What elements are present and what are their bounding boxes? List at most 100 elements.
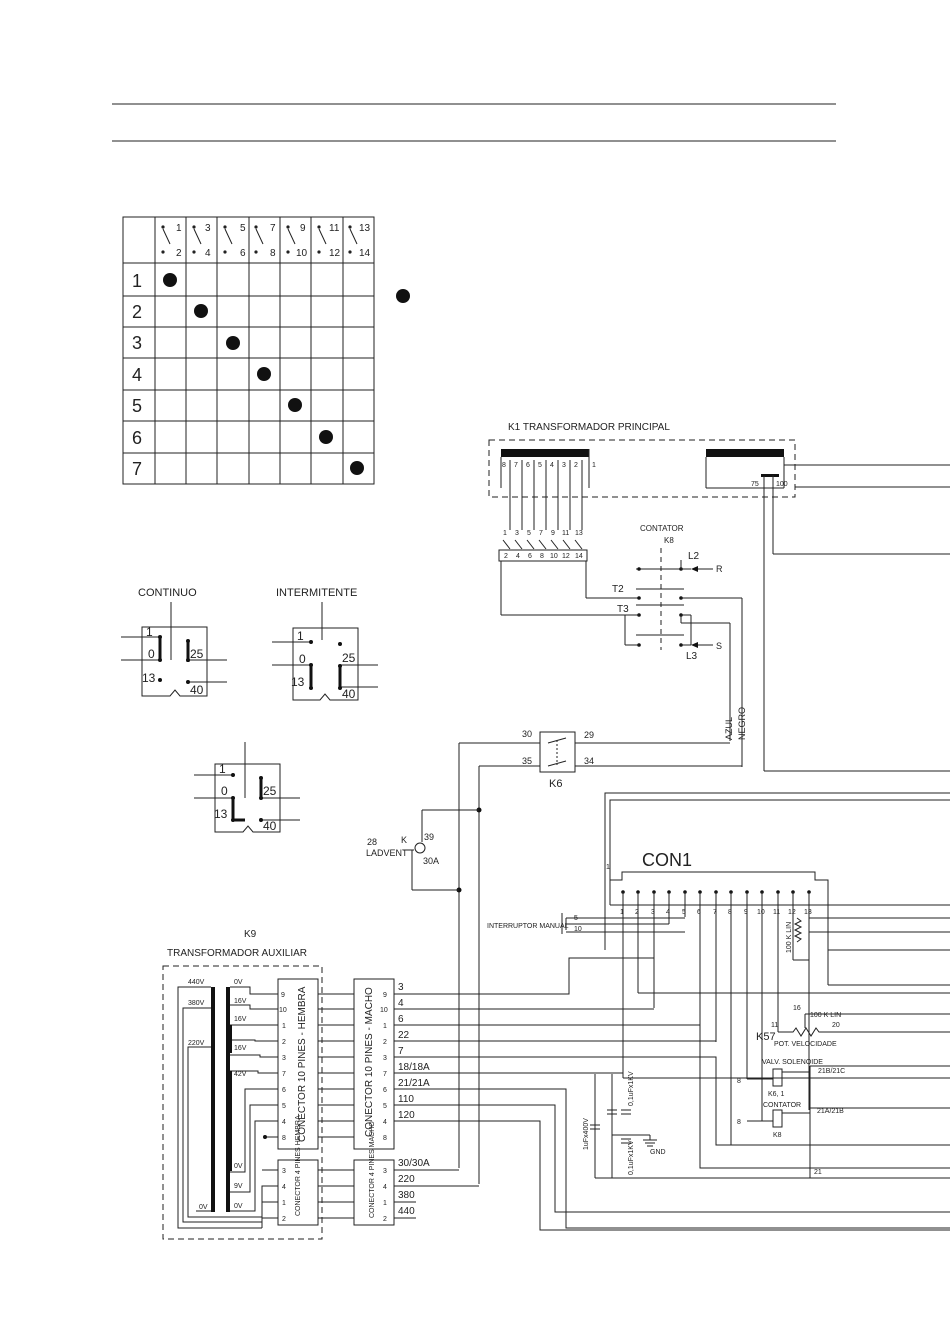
svg-text:9: 9: [383, 992, 387, 999]
closed-contact-dot: [163, 273, 177, 287]
svg-text:3: 3: [282, 1055, 286, 1062]
svg-text:10: 10: [296, 248, 308, 259]
svg-text:7: 7: [270, 223, 276, 234]
k8-contactor: CONTATOR K8 T2 T3 L2 L3 R S: [612, 524, 743, 767]
svg-text:2: 2: [635, 909, 639, 916]
svg-text:6: 6: [398, 1014, 404, 1025]
contator-k8-coil: CONTATOR 21A/21B K8 8 21: [737, 1065, 950, 1178]
svg-text:10: 10: [550, 553, 558, 560]
svg-text:0: 0: [299, 652, 306, 666]
svg-text:42V: 42V: [234, 1071, 247, 1078]
svg-text:K6: K6: [549, 778, 562, 790]
svg-text:7: 7: [383, 1071, 387, 1078]
closed-contact-dot: [194, 304, 208, 318]
contact-pair-7-8: 78: [254, 223, 276, 259]
svg-text:8: 8: [540, 553, 544, 560]
svg-text:16: 16: [793, 1005, 801, 1012]
potentiometer-100k-top: 100 K LIN: [786, 917, 809, 961]
k9-ref: K9: [244, 929, 257, 940]
contact-pair-3-4: 34: [192, 223, 211, 259]
svg-text:K57: K57: [756, 1031, 776, 1043]
svg-text:1: 1: [383, 1200, 387, 1207]
svg-text:18/18A: 18/18A: [398, 1062, 430, 1073]
svg-text:40: 40: [342, 687, 356, 701]
svg-text:3: 3: [383, 1168, 387, 1175]
svg-text:1: 1: [297, 629, 304, 643]
svg-text:2: 2: [282, 1039, 286, 1046]
svg-text:30: 30: [522, 729, 532, 739]
svg-text:4: 4: [383, 1119, 387, 1126]
svg-text:40: 40: [263, 819, 277, 833]
svg-text:16V: 16V: [234, 1045, 247, 1052]
k6-relay: 30 29 35 34 K6: [459, 729, 742, 790]
svg-text:120: 120: [398, 1110, 415, 1121]
closed-contact-dot: [288, 398, 302, 412]
closed-contact-dot: [226, 336, 240, 350]
contact-pair-9-10: 910: [286, 223, 308, 259]
svg-text:14: 14: [575, 553, 583, 560]
svg-text:K: K: [401, 835, 407, 845]
svg-text:5: 5: [383, 1103, 387, 1110]
svg-text:40: 40: [190, 683, 204, 697]
svg-text:K8: K8: [773, 1132, 782, 1139]
svg-text:3: 3: [282, 1168, 286, 1175]
svg-text:VALV. SOLENOIDE: VALV. SOLENOIDE: [762, 1059, 823, 1066]
svg-text:3: 3: [205, 223, 211, 234]
svg-text:6: 6: [282, 1087, 286, 1094]
svg-text:1: 1: [383, 1023, 387, 1030]
connector-4-pin-female: CONECTOR 4 PINES HEMBRA 3 4 1 2: [277, 1115, 319, 1226]
svg-text:0: 0: [221, 784, 228, 798]
svg-text:13: 13: [142, 671, 156, 685]
svg-text:7: 7: [514, 462, 518, 469]
svg-text:4: 4: [666, 909, 670, 916]
svg-text:4: 4: [282, 1119, 286, 1126]
svg-text:25: 25: [263, 784, 277, 798]
svg-text:10: 10: [574, 926, 582, 933]
svg-text:2: 2: [504, 553, 508, 560]
svg-text:LADVENT: LADVENT: [366, 848, 408, 858]
svg-text:29: 29: [584, 730, 594, 740]
svg-text:1: 1: [592, 462, 596, 469]
svg-text:380: 380: [398, 1190, 415, 1201]
svg-text:100 K LIN: 100 K LIN: [810, 1012, 841, 1019]
svg-text:2: 2: [282, 1216, 286, 1223]
svg-text:30/30A: 30/30A: [398, 1158, 430, 1169]
svg-text:12: 12: [329, 248, 341, 259]
k1-main-transformer: K1 TRANSFORMADOR PRINCIPAL 8 7 6 5 4 3 2…: [488, 422, 950, 772]
svg-text:380V: 380V: [188, 1000, 205, 1007]
svg-text:22: 22: [398, 1030, 410, 1041]
svg-text:2: 2: [383, 1216, 387, 1223]
svg-text:1: 1: [282, 1023, 286, 1030]
svg-text:25: 25: [342, 651, 356, 665]
svg-text:4: 4: [550, 462, 554, 469]
svg-text:8: 8: [270, 248, 276, 259]
wire-azul: AZUL: [724, 717, 734, 740]
svg-text:13: 13: [804, 909, 812, 916]
svg-text:POT. VELOCIDADE: POT. VELOCIDADE: [774, 1041, 837, 1048]
svg-text:5: 5: [538, 462, 542, 469]
svg-text:CONTATOR: CONTATOR: [640, 524, 684, 533]
svg-text:9: 9: [744, 909, 748, 916]
svg-text:4: 4: [398, 998, 404, 1009]
row-label-6: 6: [132, 428, 142, 448]
svg-text:4: 4: [383, 1184, 387, 1191]
svg-text:440: 440: [398, 1206, 415, 1217]
svg-text:6: 6: [528, 553, 532, 560]
closed-contact-dot: [257, 367, 271, 381]
svg-text:21: 21: [814, 1169, 822, 1176]
svg-text:21B/21C: 21B/21C: [818, 1068, 845, 1075]
svg-text:13: 13: [359, 223, 371, 234]
svg-text:75: 75: [751, 481, 759, 488]
svg-text:4: 4: [516, 553, 520, 560]
svg-text:28: 28: [367, 837, 377, 847]
svg-text:7: 7: [398, 1046, 404, 1057]
connector-4-pin-male: CONECTOR 4 PINES MACHO 3 4 1 2: [318, 1121, 395, 1226]
svg-text:25: 25: [190, 647, 204, 661]
svg-text:T3: T3: [617, 604, 629, 615]
svg-text:16V: 16V: [234, 1016, 247, 1023]
svg-text:21A/21B: 21A/21B: [817, 1108, 844, 1115]
svg-text:13: 13: [214, 807, 228, 821]
